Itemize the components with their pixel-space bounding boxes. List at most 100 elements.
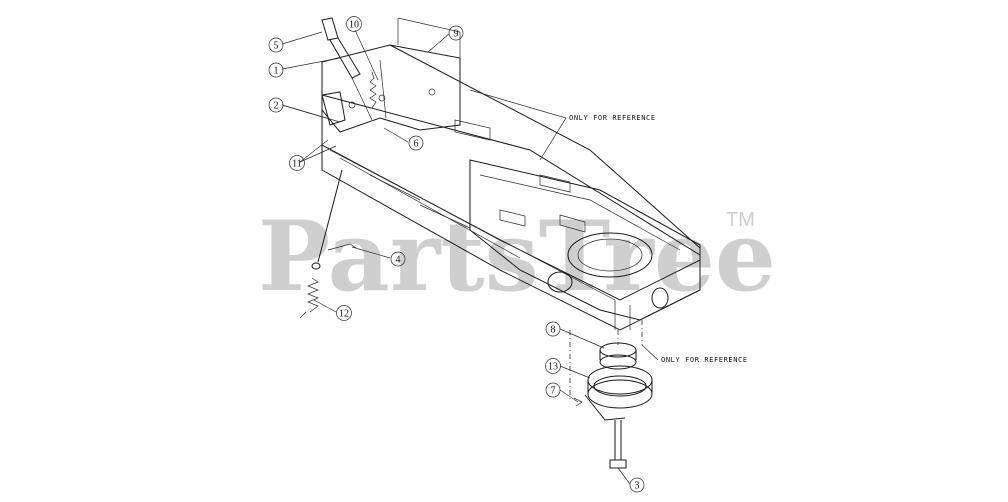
leader-7 xyxy=(559,389,579,403)
frame-bolt-2 xyxy=(378,94,386,102)
frame-rear-plate xyxy=(469,159,701,321)
frame-rib-2 xyxy=(419,204,471,229)
callout-circle xyxy=(545,321,561,337)
callout-circle xyxy=(268,62,284,78)
callout-number: 10 xyxy=(349,20,359,31)
leader-6 xyxy=(383,127,409,143)
callout-13: 13 xyxy=(545,358,561,374)
callout-10: 10 xyxy=(346,16,362,32)
lower-rod-assembly xyxy=(299,169,357,319)
callout-2: 2 xyxy=(268,97,284,113)
leader-2b xyxy=(281,104,341,123)
rod-end xyxy=(311,262,321,270)
callout-circle xyxy=(545,382,561,398)
leader-reference-1b xyxy=(539,117,567,161)
pulley-groove xyxy=(593,375,647,397)
callout-circle xyxy=(268,97,284,113)
upper-spring xyxy=(369,59,387,119)
leader-1 xyxy=(281,57,341,70)
frame-rail-top-right xyxy=(389,44,701,249)
lever-grip xyxy=(321,17,339,41)
pulley-bracket xyxy=(584,394,626,421)
callout-number: 3 xyxy=(635,481,640,492)
callout-11: 11 xyxy=(289,155,305,171)
frame-bolt-1 xyxy=(348,101,356,109)
callout-circle xyxy=(448,25,464,41)
watermark-trademark: TM xyxy=(726,209,755,231)
callout-circle xyxy=(390,251,406,267)
frame-slot-2 xyxy=(539,174,571,193)
callout-circle xyxy=(629,477,645,493)
leader-reference-1a xyxy=(469,89,567,119)
spring-rod xyxy=(379,59,387,119)
callout-circle xyxy=(289,155,305,171)
callout-number: 4 xyxy=(396,255,401,266)
lower-spring-coils xyxy=(307,277,319,313)
frame-rail-top-left xyxy=(321,94,701,256)
frame-slot-4 xyxy=(559,214,586,233)
callout-number: 11 xyxy=(292,159,302,170)
pulley-large-sides xyxy=(587,380,653,394)
callout-number: 6 xyxy=(414,139,419,150)
frame-side-edge-2 xyxy=(339,157,521,259)
frame-rear-posts xyxy=(614,300,631,330)
lever-assembly xyxy=(321,17,373,126)
callout-4: 4 xyxy=(390,251,406,267)
callout-number: 12 xyxy=(339,309,349,320)
lever-bracket xyxy=(321,91,346,126)
frame-slot-3 xyxy=(499,209,526,227)
callout-1: 1 xyxy=(268,62,284,78)
frame-deck-hole xyxy=(567,232,653,278)
bolt-head-part-3 xyxy=(609,459,627,469)
frame-drawing xyxy=(321,17,701,331)
callout-number: 9 xyxy=(454,29,459,40)
lever-arm xyxy=(329,37,361,79)
callout-6: 6 xyxy=(408,135,424,151)
frame-slot-1 xyxy=(454,119,491,141)
lower-spring-hook xyxy=(299,311,307,319)
leader-11a xyxy=(299,139,329,163)
frame-front-plate xyxy=(321,44,461,133)
callout-3: 3 xyxy=(629,477,645,493)
bolt-shaft-part-3 xyxy=(614,420,622,460)
callout-circle xyxy=(268,37,284,53)
pulley-hub-bottom xyxy=(599,354,637,370)
callout-number: 1 xyxy=(274,66,279,77)
callout-number: 5 xyxy=(274,41,279,52)
leader-4 xyxy=(351,246,391,259)
leader-13 xyxy=(559,365,591,379)
leader-8 xyxy=(559,328,605,349)
frame-top-bracket xyxy=(397,17,461,58)
callout-number: 2 xyxy=(274,101,279,112)
leader-10 xyxy=(354,29,379,81)
pulley-assembly xyxy=(569,320,653,469)
leader-9 xyxy=(427,33,450,53)
callout-5: 5 xyxy=(268,37,284,53)
lever-shaft xyxy=(351,77,373,121)
frame-side-hole xyxy=(651,287,669,309)
callout-circle xyxy=(346,16,362,32)
callout-number: 13 xyxy=(548,362,558,373)
leader-5 xyxy=(281,31,323,45)
callout-number: 8 xyxy=(551,325,556,336)
pulley-hub-sides xyxy=(599,350,637,360)
frame-rib-1 xyxy=(369,174,421,201)
callout-7: 7 xyxy=(545,382,561,398)
callout-leaders xyxy=(281,29,659,485)
frame-side-edge xyxy=(329,149,616,301)
callout-12: 12 xyxy=(336,305,352,321)
callout-circle xyxy=(408,135,424,151)
clip-part-4 xyxy=(327,243,357,251)
frame-deck-hole-inner xyxy=(577,238,643,272)
callout-9: 9 xyxy=(448,25,464,41)
spring-coils xyxy=(369,71,377,109)
frame-bolt-3 xyxy=(428,88,436,96)
leader-12 xyxy=(313,299,337,313)
callout-8: 8 xyxy=(545,321,561,337)
leader-11b xyxy=(299,145,337,163)
long-rod xyxy=(317,169,343,263)
frame-rear-inner xyxy=(479,174,681,251)
callout-circle xyxy=(336,305,352,321)
frame-axle-hole xyxy=(547,271,573,293)
